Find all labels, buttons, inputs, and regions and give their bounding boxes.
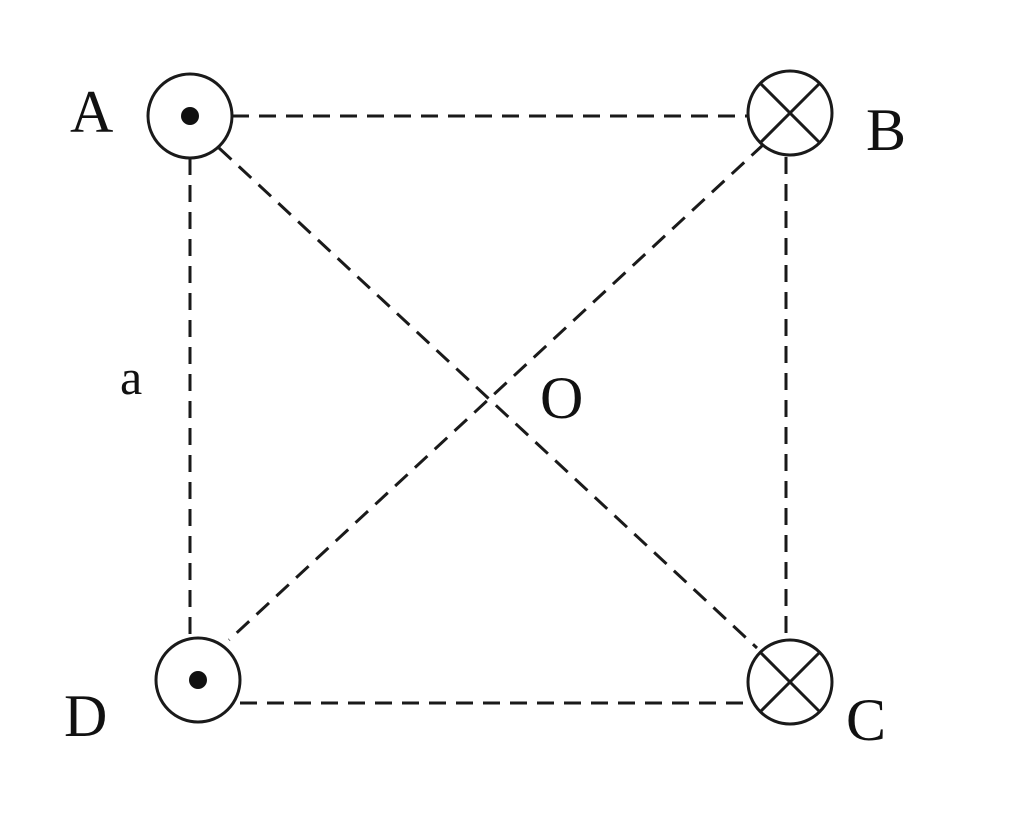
label-side-a: a: [120, 349, 142, 405]
diagonal-ac: [217, 146, 759, 650]
conductor-c: [746, 638, 834, 726]
current-in-cross-icon: [758, 650, 822, 714]
label-o: O: [540, 365, 583, 431]
label-d: D: [64, 683, 107, 749]
conductor-d: [154, 636, 242, 724]
current-out-dot-icon: [181, 107, 199, 125]
conductor-a: [146, 72, 234, 160]
label-c: C: [846, 687, 886, 753]
current-in-cross-icon: [758, 81, 822, 145]
current-out-dot-icon: [189, 671, 207, 689]
diagonal-bd: [227, 142, 766, 642]
label-b: B: [866, 97, 906, 163]
label-a: A: [70, 79, 113, 145]
conductor-b: [746, 69, 834, 157]
